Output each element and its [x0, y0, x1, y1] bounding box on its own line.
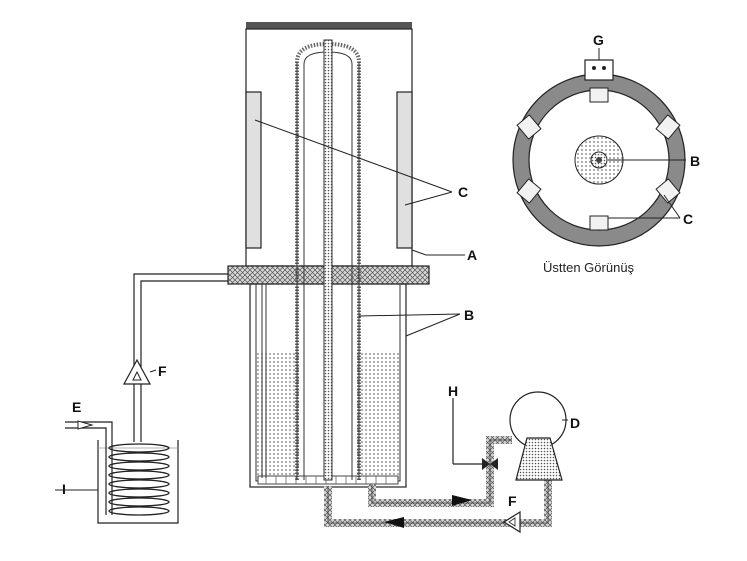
label-i: I — [62, 481, 66, 497]
top-view-caption: Üstten Görünüş — [543, 260, 635, 275]
label-a: A — [467, 247, 477, 263]
top-component-g — [584, 59, 614, 81]
label-c-side: C — [458, 184, 468, 200]
heating-element-right — [396, 91, 413, 249]
label-d: D — [570, 415, 580, 431]
label-f-tube: F — [158, 363, 167, 379]
lower-vessel — [249, 283, 407, 488]
central-tube — [295, 39, 361, 481]
valve — [482, 458, 498, 470]
recirculation-circuit — [324, 391, 567, 534]
furnace-housing — [245, 22, 413, 267]
label-b-side: B — [464, 307, 474, 323]
label-f-pump: F — [508, 493, 517, 509]
gas-line — [122, 273, 228, 442]
label-g: G — [593, 32, 604, 48]
pump-body — [515, 437, 563, 481]
leader-lines — [55, 48, 686, 491]
heating-element-left — [245, 91, 262, 249]
label-h: H — [448, 383, 458, 399]
top-view — [512, 59, 686, 247]
label-e: E — [72, 399, 81, 415]
label-c-top: C — [683, 211, 693, 227]
label-b-top: B — [690, 153, 700, 169]
condenser-bath — [65, 420, 179, 524]
